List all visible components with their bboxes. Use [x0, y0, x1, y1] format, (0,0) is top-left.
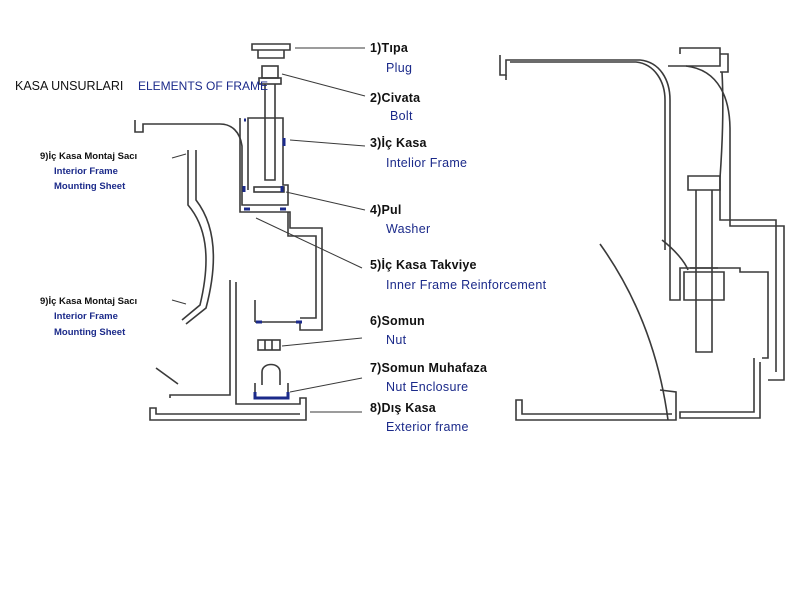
title-turkish: KASA UNSURLARI: [15, 79, 124, 93]
reinforcement-edges: [242, 118, 302, 324]
element-2-turkish: 2)Civata: [370, 91, 421, 105]
leader-lines: [171, 47, 366, 413]
side-label-1-english-line1: Interior Frame: [54, 166, 118, 177]
element-2-english: Bolt: [390, 109, 413, 123]
element-6-turkish: 6)Somun: [370, 314, 425, 328]
element-1-english: Plug: [386, 61, 413, 75]
washer-part: [253, 186, 285, 193]
right-frame-section: [499, 47, 785, 421]
bolt-part: [258, 65, 282, 181]
side-label-1-turkish: 9)İç Kasa Montaj Sacı: [40, 151, 138, 162]
nut-part: [257, 339, 281, 351]
element-4-turkish: 4)Pul: [370, 203, 402, 217]
side-label-2-turkish: 9)İç Kasa Montaj Sacı: [40, 296, 138, 307]
element-7-turkish: 7)Somun Muhafaza: [370, 361, 488, 375]
element-1-turkish: 1)Tıpa: [370, 41, 409, 55]
side-label-2-english-line2: Mounting Sheet: [54, 327, 126, 338]
element-8-turkish: 8)Dış Kasa: [370, 401, 436, 415]
element-6-english: Nut: [386, 333, 407, 347]
element-5-english: Inner Frame Reinforcement: [386, 278, 547, 292]
nut-enclosure-part: [254, 363, 289, 399]
element-3-turkish: 3)İç Kasa: [370, 136, 427, 150]
element-5-turkish: 5)İç Kasa Takviye: [370, 258, 477, 272]
side-label-1-english-line2: Mounting Sheet: [54, 181, 126, 192]
enclosure-edges: [253, 392, 290, 400]
element-7-english: Nut Enclosure: [386, 380, 469, 394]
element-8-english: Exterior frame: [386, 420, 469, 434]
mounting-sheet-upper: [181, 150, 215, 325]
exterior-frame-part: [149, 280, 307, 421]
inner-frame-part: [134, 117, 323, 331]
plug-part: [251, 43, 291, 59]
element-3-english: Intelior Frame: [386, 156, 468, 170]
element-4-english: Washer: [386, 222, 431, 236]
title-english: ELEMENTS OF FRAME: [138, 79, 269, 93]
side-label-2-english-line1: Interior Frame: [54, 311, 118, 322]
